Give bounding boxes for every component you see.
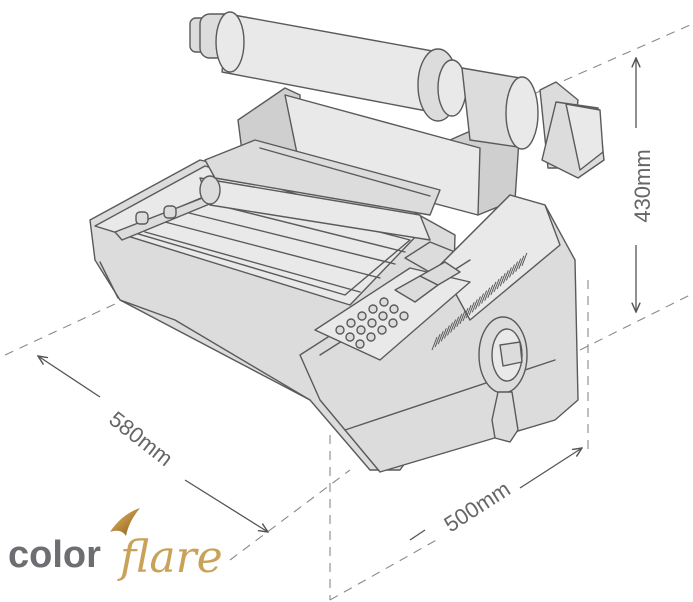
grille-slat <box>481 290 488 304</box>
grille-slat <box>499 273 506 287</box>
grille-slat <box>437 331 444 345</box>
grille-slat <box>431 336 438 351</box>
supply-roller <box>189 11 605 179</box>
grille-slat <box>434 333 441 348</box>
grille-slat <box>490 281 497 296</box>
width-dimension: 500mm <box>409 448 582 541</box>
width-label: 500mm <box>440 476 515 537</box>
grille-slat <box>474 296 481 310</box>
control-panel <box>314 261 471 361</box>
colorflare-logo: color flare <box>8 508 223 583</box>
grille-slat <box>478 293 484 307</box>
grille-slat <box>471 299 478 313</box>
grille-slat <box>465 304 472 319</box>
grille-slat <box>456 313 463 327</box>
depth-dimension: 580mm <box>38 356 268 532</box>
grille-slat <box>440 328 447 342</box>
logo-color-text: color <box>8 534 101 576</box>
logo-flare-text: flare <box>117 532 223 583</box>
crank-handle <box>478 316 528 443</box>
grille-slat <box>459 310 466 325</box>
ventilation-grille <box>431 252 528 351</box>
grille-slat <box>443 325 450 339</box>
keypad <box>335 297 409 349</box>
grille-slat <box>447 322 453 336</box>
grille-slat <box>450 319 457 333</box>
grille-slat <box>509 264 515 278</box>
grille-slat <box>493 278 500 293</box>
feed-table <box>114 139 471 296</box>
logo-flame-icon <box>110 508 140 536</box>
laminator-illustration <box>89 11 605 473</box>
grille-slat <box>515 258 522 272</box>
grille-slat <box>512 261 519 275</box>
grille-slat <box>521 252 528 267</box>
grille-slat <box>496 275 503 290</box>
grille-slat <box>468 302 475 316</box>
grille-slat <box>518 255 525 269</box>
grille-slat <box>505 267 512 281</box>
grille-slat <box>484 287 491 301</box>
grille-slat <box>487 284 494 298</box>
grille-slat <box>502 270 509 284</box>
grille-slat <box>462 307 469 322</box>
height-label: 430mm <box>630 149 655 222</box>
height-dimension: 430mm <box>630 58 655 312</box>
guide-lines <box>4 24 691 601</box>
grille-slat <box>453 316 460 330</box>
depth-label: 580mm <box>104 406 177 471</box>
